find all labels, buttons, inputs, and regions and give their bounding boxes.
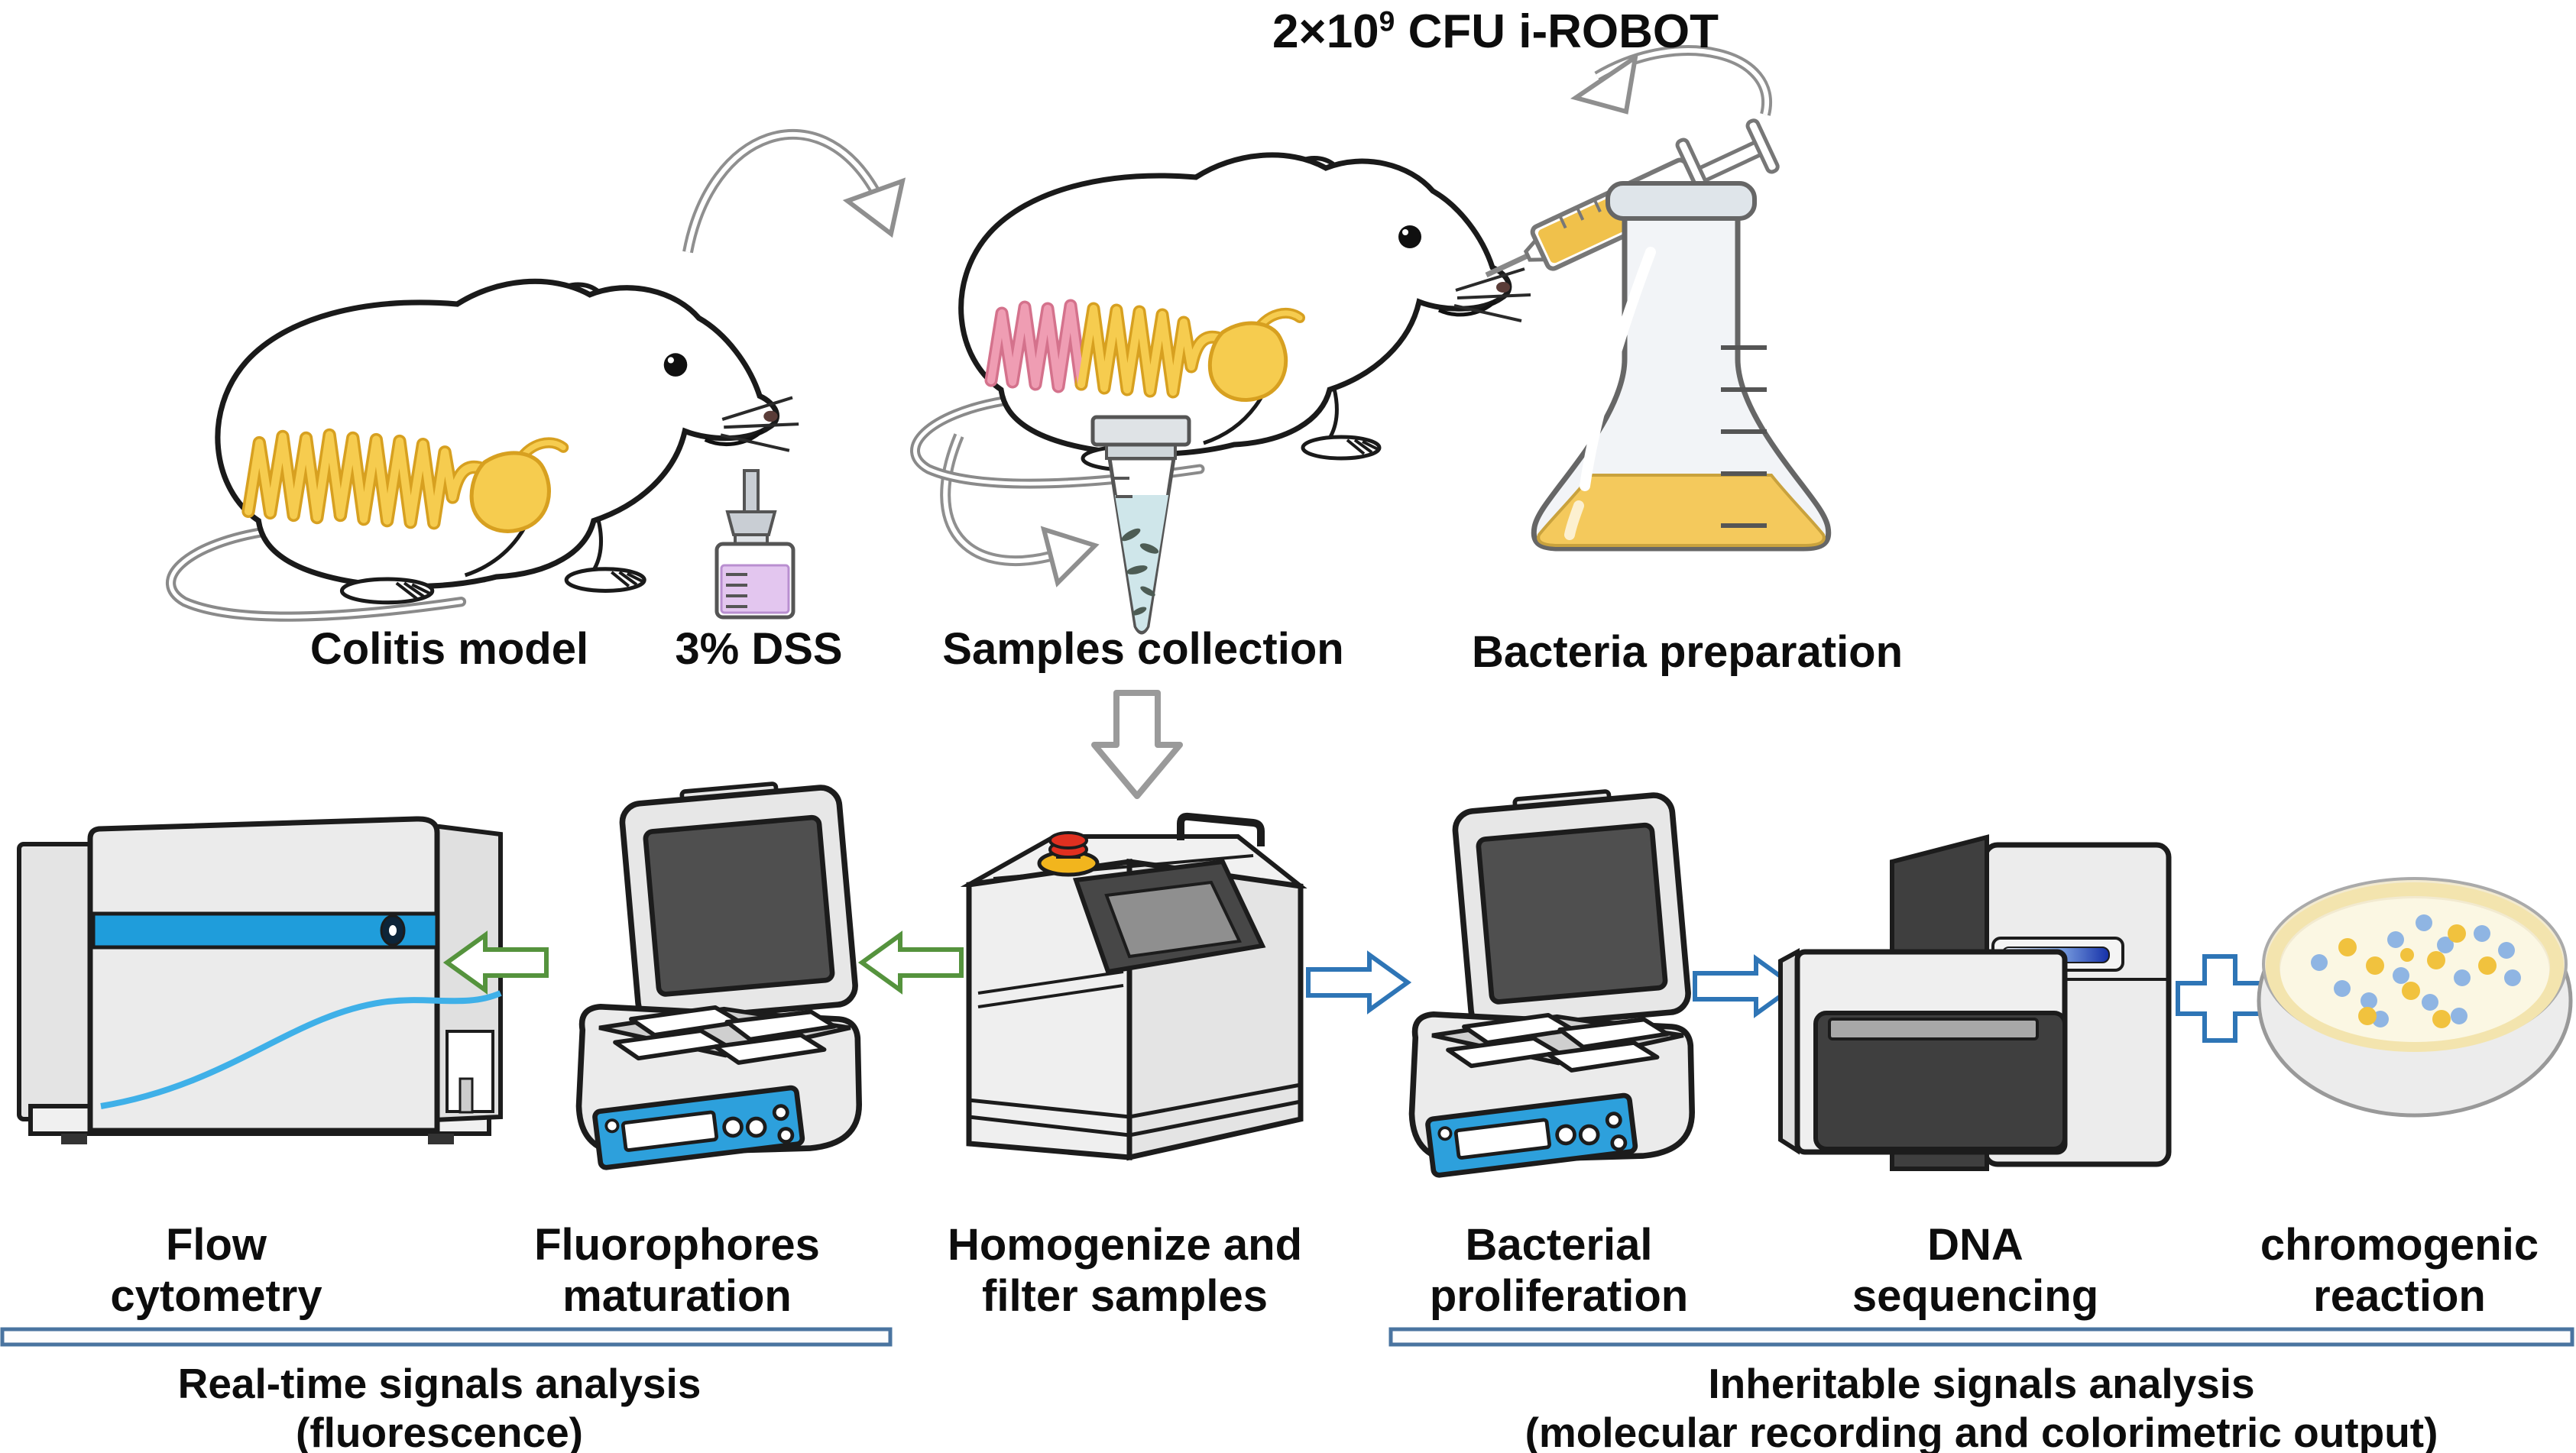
down-arrow (1091, 690, 1183, 799)
inheritable-analysis-bar (1388, 1327, 2574, 1347)
arrow-colitis-to-gavage (682, 129, 906, 254)
sample-tube (1090, 415, 1191, 635)
flow-cytometer (17, 816, 503, 1144)
caption-inheritable-analysis: Inheritable signals analysis (molecular … (1525, 1360, 2438, 1453)
arrow-mouse-to-tube (940, 433, 1100, 587)
title-prefix: 2×10 (1272, 5, 1379, 58)
bacteria-flask (1531, 181, 1832, 552)
bacterial-proliferation-device (1412, 786, 1693, 1176)
dna-sequencer (1778, 834, 2172, 1171)
label-bacterial-proliferation: Bacterial proliferation (1429, 1220, 1689, 1322)
arrow-flask-to-syringe (1570, 45, 1772, 116)
label-dss: 3% DSS (675, 624, 843, 674)
figure-title: 2×109 CFU i-ROBOT (1272, 5, 1719, 60)
label-flow-cytometry: Flow cytometry (110, 1220, 322, 1322)
fluorophores-device (579, 778, 860, 1168)
blue-arrow-1 (1308, 955, 1408, 1010)
green-arrow-2 (862, 935, 961, 990)
caption-real-time-analysis: Real-time signals analysis (fluorescence… (177, 1360, 702, 1453)
label-samples-collection: Samples collection (942, 624, 1344, 674)
title-suffix: CFU i-ROBOT (1395, 5, 1719, 58)
label-dna-sequencing: DNA sequencing (1852, 1220, 2099, 1322)
label-fluorophores-maturation: Fluorophores maturation (534, 1220, 820, 1322)
title-superscript: 9 (1379, 5, 1395, 37)
label-homogenize-filter: Homogenize and filter samples (947, 1220, 1303, 1322)
real-time-analysis-bar (0, 1327, 893, 1347)
tube-fecal-samples (1121, 528, 1159, 616)
bacteria-colonies (2311, 914, 2521, 1028)
petri-dish (2257, 877, 2573, 1118)
dss-bottle (714, 469, 795, 620)
label-bacteria-preparation: Bacteria preparation (1471, 627, 1904, 677)
colitis-mouse (171, 281, 799, 616)
plus-sign (2176, 954, 2264, 1043)
label-chromogenic-reaction: chromogenic reaction (2260, 1220, 2539, 1322)
homogenizer (960, 812, 1307, 1161)
gavage-mouse (915, 155, 1531, 484)
label-colitis-model: Colitis model (309, 624, 589, 674)
